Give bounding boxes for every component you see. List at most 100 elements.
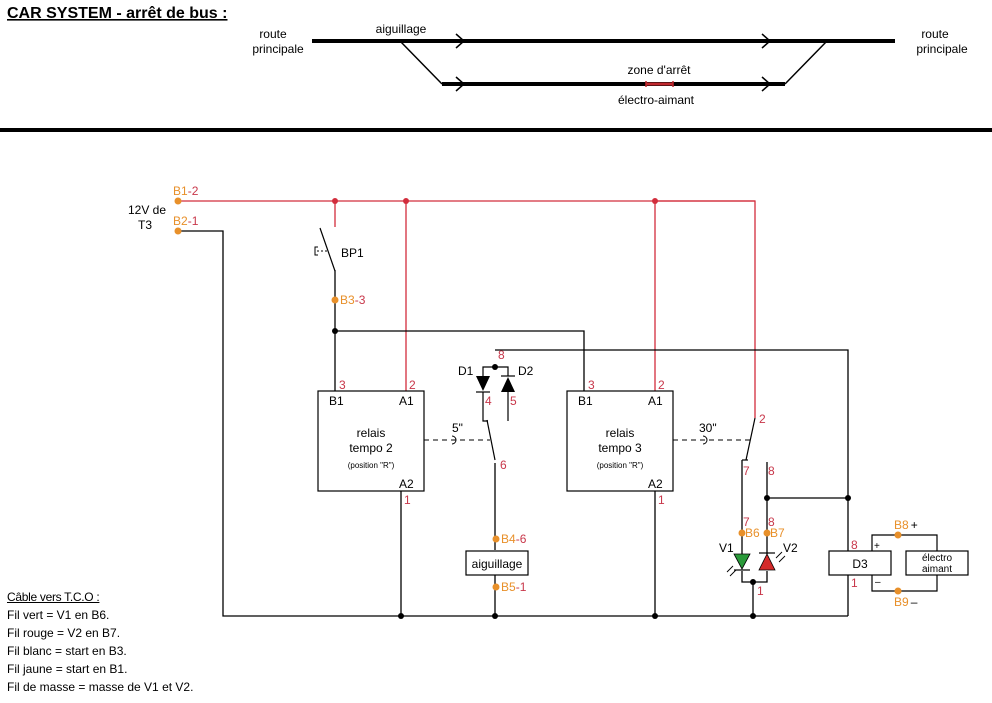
relay-2-pin-a1: 2 <box>409 378 416 392</box>
diode-pin-common: 8 <box>498 348 505 362</box>
junction-dot <box>764 495 770 501</box>
terminal-b9-label: B9– <box>894 595 918 609</box>
page-title: CAR SYSTEM - arrêt de bus : <box>7 5 227 22</box>
junction-dot <box>750 579 756 585</box>
terminal-b4 <box>492 535 500 543</box>
junction-dot <box>652 613 658 619</box>
positive-junctions <box>332 198 658 204</box>
terminal-b2 <box>174 227 182 235</box>
bp1-contact <box>319 227 336 272</box>
neutral-junctions <box>332 328 851 619</box>
delay-icon <box>451 435 457 445</box>
track-left-label-1: route <box>259 27 287 41</box>
led-red-icon <box>758 553 776 571</box>
track-diagram: route principale aiguillage zone d'arrêt… <box>252 22 968 107</box>
relay-3-contact-pin-nc: 7 <box>743 464 750 478</box>
terminal-b4-label: B4-6 <box>501 532 527 546</box>
led-green-icon <box>733 553 751 570</box>
switch-diverge <box>399 40 443 85</box>
relay-3-pin-a1: 2 <box>658 378 665 392</box>
legend-line: Fil blanc = start en B3. <box>7 644 127 658</box>
bp1-pushbutton: BP1 B3-3 <box>314 227 366 307</box>
light-rays-icon <box>726 551 786 577</box>
relay-2-box <box>317 390 425 492</box>
relay-3-pin-a2: 1 <box>658 493 665 507</box>
led-v1-pin: 7 <box>743 515 750 529</box>
diode-d2-pin: 5 <box>510 394 517 408</box>
track-right-label-2: principale <box>916 42 968 56</box>
magnet-label: électro-aimant <box>618 93 695 107</box>
terminal-b1 <box>174 197 182 205</box>
switch-motor-box <box>465 550 529 576</box>
magnet-box-label-1: électro <box>922 553 952 564</box>
terminal-b2-label: B2-1 <box>173 214 199 228</box>
relay-3-b1: B1 <box>578 394 593 408</box>
relay-3-a1: A1 <box>648 394 663 408</box>
leds-v1-v2: 7 8 B6 B7 V1 V2 1 <box>719 515 798 598</box>
supply-label-2: T3 <box>138 218 152 232</box>
relay-2-a2: A2 <box>399 477 414 491</box>
relay-2-name-1: relais <box>357 426 386 440</box>
d3-pin-top: 8 <box>851 538 858 552</box>
d3-block: D3 8 1 + – électro aimant B8+ B9– <box>828 518 969 609</box>
legend-line: Fil rouge = V2 en B7. <box>7 626 121 640</box>
direction-arrow-icon <box>761 33 772 49</box>
switch-motor-label: aiguillage <box>472 557 523 571</box>
d3-label: D3 <box>852 557 868 571</box>
relay-tempo-2: 3 2 B1 A1 relais tempo 2 (position "R") … <box>317 378 507 507</box>
relay-2-delay: 5" <box>452 421 463 435</box>
switch-merge <box>784 40 828 85</box>
magnet-box <box>905 550 969 576</box>
legend-title: Câble vers T.C.O : <box>7 590 100 604</box>
led-v1-label: V1 <box>719 541 734 555</box>
terminal-b7-label: B7 <box>770 526 785 540</box>
bp1-label: BP1 <box>341 246 364 260</box>
terminal-b6 <box>738 529 746 537</box>
terminal-b8-label: B8+ <box>894 518 918 532</box>
terminal-b8 <box>894 531 902 539</box>
legend-line: Fil vert = V1 en B6. <box>7 608 110 622</box>
diode-d1-icon <box>476 376 490 391</box>
junction-dot <box>403 198 409 204</box>
supply-block: 12V de T3 B1-2 B2-1 <box>128 184 199 235</box>
magnet-box-label-2: aimant <box>922 564 952 575</box>
relay-3-contact-pin-no: 8 <box>768 464 775 478</box>
diode-d1-pin: 4 <box>485 394 492 408</box>
relay-2-pin-a2: 1 <box>404 493 411 507</box>
diode-d2-label: D2 <box>518 364 534 378</box>
diodes-d1-d2: 8 D1 D2 4 5 <box>458 348 534 421</box>
relay-3-contact-pin-common: 2 <box>759 412 766 426</box>
led-v2-label: V2 <box>783 541 798 555</box>
relay-3-box <box>566 390 674 492</box>
terminal-b3 <box>331 296 339 304</box>
d3-box <box>828 550 892 576</box>
d3-plus: + <box>874 541 880 552</box>
terminal-b9 <box>894 587 902 595</box>
diode-d1-label: D1 <box>458 364 474 378</box>
stop-zone-label: zone d'arrêt <box>628 63 692 77</box>
relay-3-a2: A2 <box>648 477 663 491</box>
junction-dot <box>332 198 338 204</box>
relay-3-name-1: relais <box>606 426 635 440</box>
track-left-label-2: principale <box>252 42 304 56</box>
supply-label-1: 12V de <box>128 203 166 217</box>
legend-line: Fil de masse = masse de V1 et V2. <box>7 680 194 694</box>
terminal-b5-label: B5-1 <box>501 580 527 594</box>
relay-2-b1: B1 <box>329 394 344 408</box>
junction-dot <box>492 613 498 619</box>
terminal-b5 <box>492 583 500 591</box>
push-button-icon <box>314 246 318 256</box>
neutral-wires <box>178 230 849 617</box>
junction-dot <box>845 495 851 501</box>
positive-wires <box>178 200 756 418</box>
relay-2-contact <box>486 419 496 461</box>
relay-tempo-3: 3 2 B1 A1 relais tempo 3 (position "R") … <box>566 378 775 507</box>
junction-dot <box>332 328 338 334</box>
junction-dot <box>398 613 404 619</box>
relay-2-a1: A1 <box>399 394 414 408</box>
relay-3-delay: 30" <box>699 421 717 435</box>
track-switch-label: aiguillage <box>376 22 427 36</box>
delay-icon <box>702 435 708 445</box>
d3-minus: – <box>875 577 881 588</box>
